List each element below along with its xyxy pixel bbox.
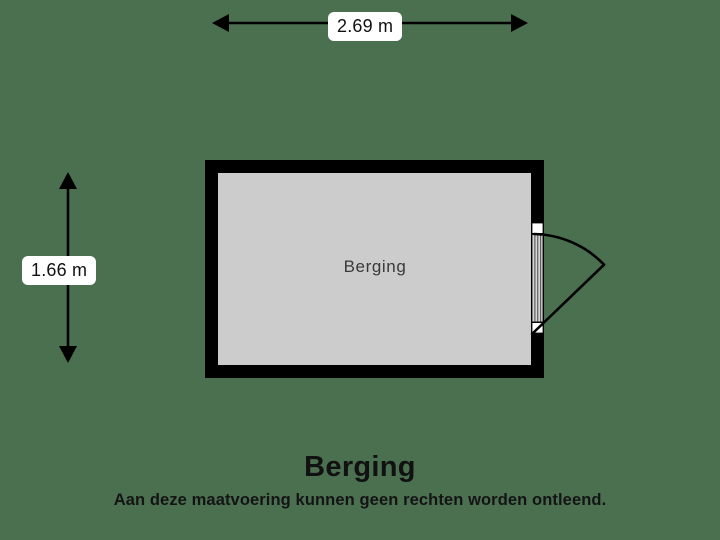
dimension-width-label: 2.69 m (328, 12, 403, 41)
page-title: Berging (304, 451, 416, 483)
caption-block: Berging Aan deze maatvoering kunnen geen… (0, 451, 720, 509)
arrow-head-icon-right (511, 14, 528, 32)
door-swing-arc-icon (530, 221, 606, 336)
dimension-height-label: 1.66 m (22, 256, 97, 285)
door-swing-arc (532, 232, 606, 266)
door-leaf-line (530, 263, 606, 336)
arrow-head-icon-left (212, 14, 229, 32)
caption-disclaimer: Aan deze maatvoering kunnen geen rechten… (113, 490, 607, 509)
door-jamb-top (531, 221, 545, 235)
arrow-head-icon-top (59, 172, 77, 189)
room-label-berging: Berging (343, 257, 407, 276)
arrow-head-icon-bottom (59, 346, 77, 363)
room-berging (205, 160, 544, 378)
room-floor (218, 173, 531, 365)
